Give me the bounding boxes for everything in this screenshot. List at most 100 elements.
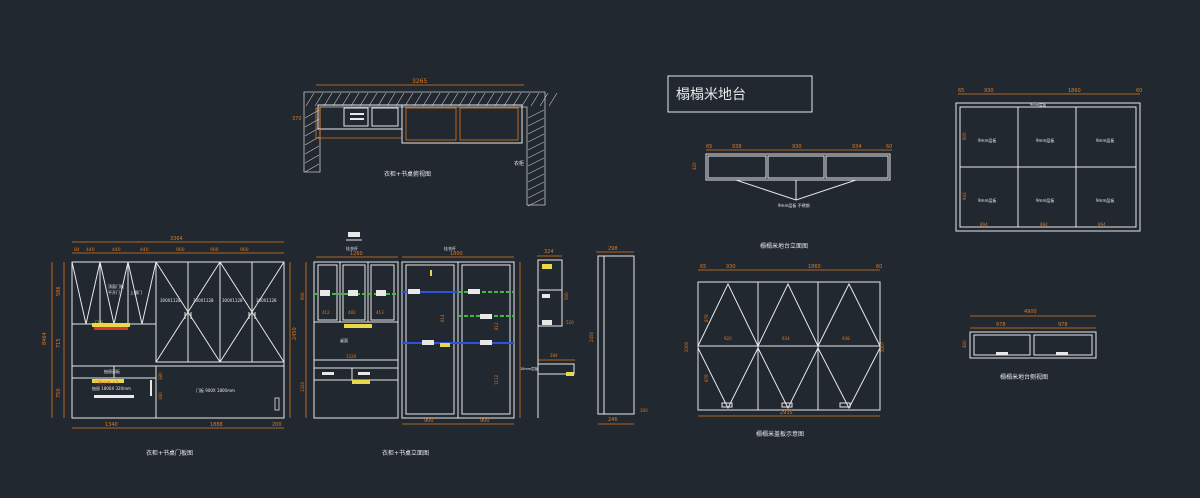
elev-left-dim-1: 906 bbox=[300, 292, 305, 300]
hatch-line bbox=[449, 92, 459, 107]
cover-swing-lower bbox=[697, 347, 759, 410]
tatami-top-dim-1: 930 bbox=[984, 88, 994, 94]
door-right-swing-1 bbox=[155, 261, 189, 363]
elev-drawer-handle-2 bbox=[358, 372, 370, 375]
elev-right-inner-dim-1: 614 bbox=[440, 314, 445, 322]
door-left-dim-3: 750 bbox=[56, 388, 62, 398]
door-panel-label-4: 300X1128 bbox=[256, 298, 277, 303]
tatami-cover-lh-0: 2000 bbox=[684, 341, 689, 352]
elev-left-rod-1 bbox=[320, 290, 330, 296]
door-left-dim-2: 715 bbox=[56, 338, 62, 348]
tatami-elev-dim-4: 60 bbox=[886, 144, 892, 150]
hatch-line bbox=[350, 92, 360, 107]
tatami-top-frame bbox=[955, 102, 1141, 232]
tatami-top-b1: 894 bbox=[980, 222, 988, 227]
tatami-cover-dim-3: 60 bbox=[876, 264, 882, 270]
elev-left-cell-1 bbox=[317, 264, 338, 321]
tatami-side-handle-1 bbox=[996, 352, 1008, 355]
top-plan-wardrobe bbox=[401, 104, 523, 144]
elev-top-label-right: 挂衣杆 bbox=[444, 245, 456, 251]
elev-side-dim-2: 520 bbox=[566, 320, 574, 325]
elev-side-mark-3 bbox=[542, 320, 552, 325]
hatch-line bbox=[304, 109, 320, 119]
top-plan-drawer bbox=[343, 107, 369, 127]
tatami-elev-dim-3: 934 bbox=[852, 144, 862, 150]
tatami-side-seg-2: 978 bbox=[1058, 322, 1068, 328]
door-left-dim-1: 586 bbox=[56, 286, 62, 296]
tatami-top-panel-1: 9mm层板 bbox=[978, 137, 996, 143]
door-yellow-label: 门板 bbox=[95, 319, 103, 325]
elev-side-upper bbox=[537, 259, 563, 327]
elev-drawer-handle-1 bbox=[322, 372, 334, 375]
door-drawer-dim-label: 抽屉 1800X 320mm bbox=[92, 385, 131, 391]
door-panel-label-1: 300X1128 bbox=[160, 298, 181, 303]
elev-side-yellow-1 bbox=[542, 264, 552, 269]
elev-top-tag bbox=[348, 232, 360, 237]
elev-right-yellow-1 bbox=[430, 270, 432, 276]
elev-desk-yellow bbox=[352, 380, 370, 384]
elev-left-rod-2 bbox=[348, 290, 358, 296]
column-pull-label: 300 bbox=[640, 408, 648, 413]
hatch-line bbox=[527, 133, 545, 143]
tatami-cover-bottom-dim: 2935 bbox=[780, 410, 793, 416]
elev-width-3: 413 bbox=[376, 310, 384, 315]
door-yellow-bar-2 bbox=[92, 379, 124, 383]
elev-right-inner-right bbox=[461, 264, 511, 415]
hatch-line bbox=[512, 92, 522, 107]
elev-top-right-dim: 1800 bbox=[450, 251, 463, 257]
elev-caption: 衣柜+书桌立面图 bbox=[382, 449, 429, 457]
hatch-line bbox=[527, 109, 545, 119]
elev-top-left-dim: 1260 bbox=[350, 251, 363, 257]
hatch-line bbox=[304, 163, 320, 173]
door-mid-dim-1: 380 bbox=[158, 372, 163, 380]
elev-left-yellow bbox=[344, 324, 372, 328]
tatami-cover-dim-2: 1860 bbox=[808, 264, 821, 270]
tatami-cover-handle-1 bbox=[721, 402, 733, 408]
elev-left-cell-3 bbox=[370, 264, 395, 321]
door-top-segment: 440 bbox=[140, 247, 149, 253]
column-bottom-dim: 246 bbox=[608, 417, 618, 423]
hatch-line bbox=[440, 92, 450, 107]
elev-side-yellow-2 bbox=[566, 372, 574, 376]
tatami-elevation-view: 65 938 930 934 60 420 9mm层板 不锈钢 榻榻米地台立面图 bbox=[692, 144, 892, 250]
tatami-side-caption: 榻榻米地台侧视图 bbox=[1000, 373, 1048, 381]
elev-right-inner-dim-2: 812 bbox=[494, 322, 499, 330]
hatch-line bbox=[527, 117, 545, 127]
door-kick bbox=[274, 397, 280, 411]
column-body bbox=[597, 255, 635, 415]
elev-left-cell-2 bbox=[342, 264, 366, 321]
elev-side-mark-2 bbox=[542, 294, 550, 298]
elev-right-inner-dim-3: 1112 bbox=[494, 374, 499, 385]
elev-right-rod-handle-1 bbox=[408, 289, 420, 294]
tatami-top-b2: 894 bbox=[1040, 222, 1048, 227]
door-right-lower bbox=[155, 365, 285, 419]
door-right-swing-2 bbox=[187, 261, 221, 363]
hatch-line bbox=[527, 181, 545, 191]
tatami-top-panel-5: 9mm层板 bbox=[1036, 197, 1054, 203]
hatch-line bbox=[527, 165, 545, 175]
tatami-top-view: 65 930 1860 60 9mm层板 9mm层板 9mm层板 9mm层板 9… bbox=[955, 88, 1142, 232]
door-bottom-dim-2: 1888 bbox=[210, 422, 223, 428]
door-panel-label-3: 300X1128 bbox=[222, 298, 243, 303]
top-plan-desk-cabinet bbox=[317, 104, 403, 130]
elev-right-rod-handle-2 bbox=[468, 289, 480, 294]
door-right-swing-3 bbox=[219, 261, 253, 363]
tatami-cover-rh: 2007 bbox=[880, 341, 885, 352]
hatch-line bbox=[368, 92, 378, 107]
door-overall-dim: 3364 bbox=[170, 236, 183, 242]
tatami-cover-triangles bbox=[697, 282, 881, 410]
hatch-line bbox=[395, 92, 405, 107]
elev-side-note: 18mm层板 bbox=[520, 366, 539, 371]
elev-spacer bbox=[410, 270, 446, 271]
wardrobe-elevation-view: 挂衣杆 挂衣杆 1260 1800 412 482 413 1320 桌面 bbox=[300, 232, 648, 457]
door-left-dim-total: 8464 bbox=[42, 332, 48, 345]
title-box: 榻榻米地台 bbox=[667, 75, 813, 113]
tatami-elev-note: 9mm层板 不锈钢 bbox=[778, 202, 810, 208]
door-top-segment: 900 bbox=[176, 247, 185, 253]
tatami-cover-row-1: 920 bbox=[724, 336, 732, 341]
top-plan-left-dim: 370 bbox=[292, 116, 302, 122]
column-top-dim: 298 bbox=[608, 246, 618, 252]
tatami-top-dim-2: 1860 bbox=[1068, 88, 1081, 94]
door-top-segment: 900 bbox=[240, 247, 249, 253]
